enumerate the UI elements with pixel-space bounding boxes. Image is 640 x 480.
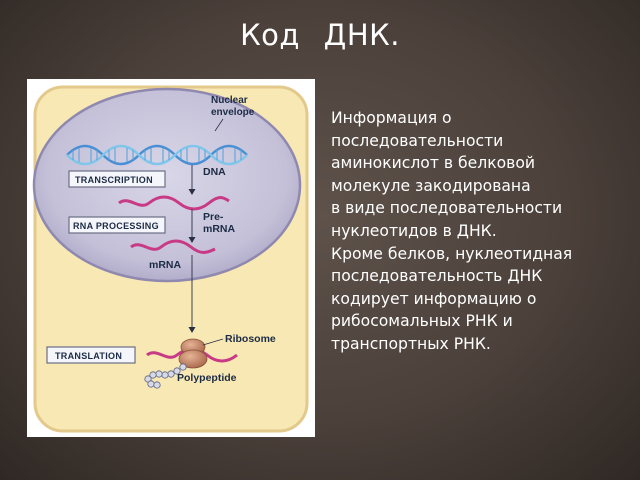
flow-arrowhead-1 [188, 189, 196, 195]
body-text-line: аминокислот в белковой [331, 154, 536, 173]
nuclear-envelope-leader [214, 118, 224, 132]
body-text-line: рибосомальных РНК и [331, 312, 513, 331]
translation-stage-label: TRANSLATION [55, 351, 122, 361]
dna-double-helix [66, 144, 248, 166]
body-text-line: транспортных РНК. [331, 334, 491, 353]
gene-expression-diagram: Nuclear envelope [27, 79, 315, 437]
polypeptide-chain [144, 363, 187, 389]
pre-mrna-label-line2: mRNA [203, 223, 236, 235]
body-text-line: последовательность ДНК [331, 267, 543, 286]
nuclear-envelope-label-line1: Nuclear [211, 95, 248, 106]
flow-arrowhead-3 [188, 327, 196, 333]
flow-arrowhead-2 [188, 237, 196, 243]
body-text-line: в виде последовательности [331, 199, 563, 218]
diagram-canvas: Nuclear envelope [32, 85, 309, 433]
body-text: Информация о последовательности аминокис… [331, 107, 636, 356]
body-text-line: молекуле закодирована [331, 176, 531, 195]
transcription-stage-label: TRANSCRIPTION [75, 175, 153, 185]
dna-label: DNA [203, 166, 226, 178]
mrna-label: mRNA [149, 259, 182, 271]
body-text-line: Информация о [331, 109, 452, 127]
ribosome-leader [202, 338, 224, 346]
mrna-strand [130, 239, 216, 254]
slide-title: Код ДНК. [240, 18, 400, 52]
body-text-line: Кроме белков, нуклеотидная [331, 244, 573, 263]
nuclear-envelope-label-line2: envelope [211, 107, 255, 118]
body-text-line: нуклеотидов в ДНК. [331, 221, 497, 240]
pre-mrna-label-line1: Pre- [203, 211, 224, 223]
transcription-stage-box [68, 170, 166, 188]
rna-processing-stage-label: RNA PROCESSING [73, 221, 159, 231]
body-text-line: кодирует информацию о [331, 289, 537, 308]
body-text-line: последовательности [331, 131, 504, 150]
pre-mrna-strand [118, 195, 230, 211]
ribosome-label: Ribosome [225, 333, 276, 345]
rna-processing-stage-box [68, 216, 166, 234]
ribosome [178, 338, 208, 369]
translation-stage-box [46, 346, 136, 364]
polypeptide-label: Polypeptide [177, 372, 237, 384]
